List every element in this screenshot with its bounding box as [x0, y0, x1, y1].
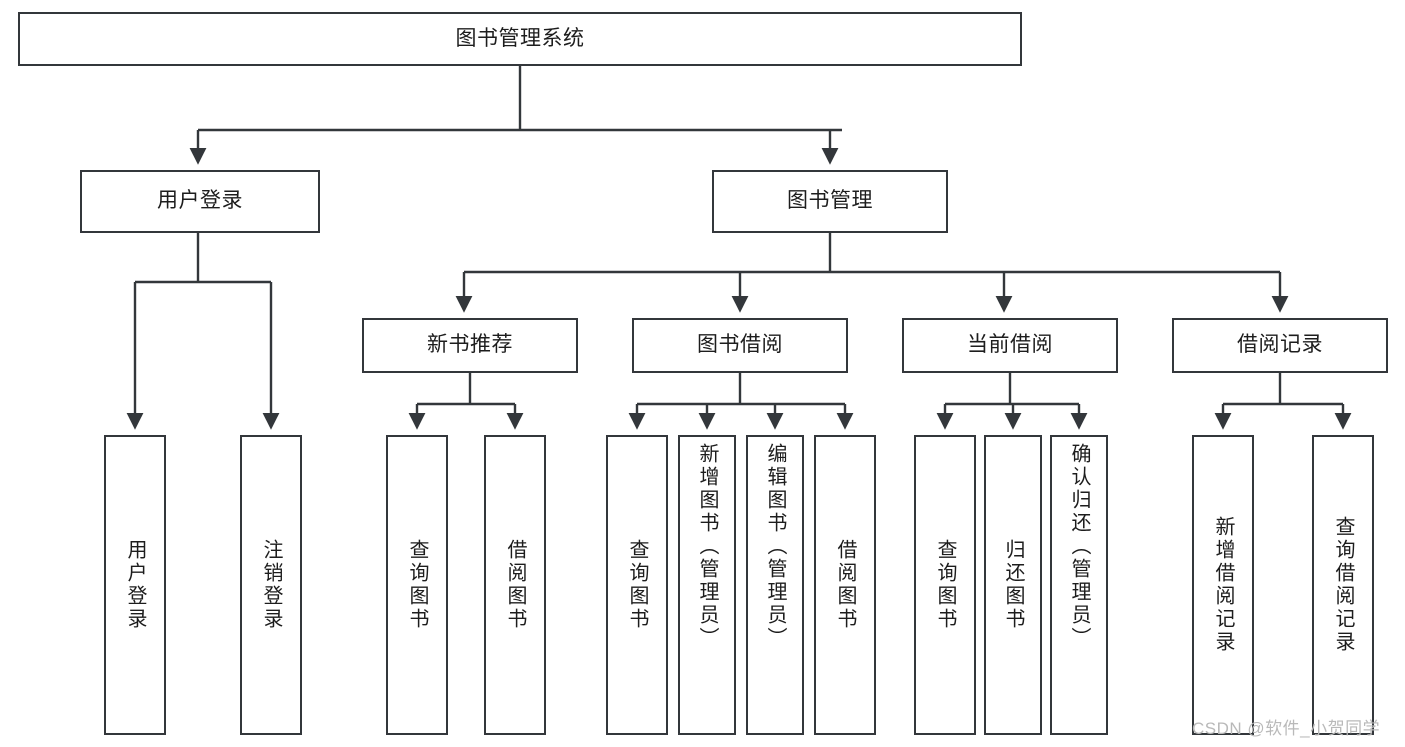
node-leaf-add-book-admin[interactable]: 新增图书（管理员）	[678, 435, 736, 735]
node-user-login[interactable]: 用户登录	[80, 170, 320, 233]
node-leaf-return-book-label: 归还图书	[1002, 539, 1024, 631]
node-leaf-query-book-3[interactable]: 查询图书	[914, 435, 976, 735]
node-leaf-borrow-book-1-label: 借阅图书	[504, 539, 526, 631]
node-book-borrow[interactable]: 图书借阅	[632, 318, 848, 373]
node-leaf-edit-book-admin[interactable]: 编辑图书（管理员）	[746, 435, 804, 735]
node-leaf-return-book[interactable]: 归还图书	[984, 435, 1042, 735]
node-leaf-query-book-3-label: 查询图书	[934, 539, 956, 631]
node-new-book-recommend[interactable]: 新书推荐	[362, 318, 578, 373]
node-leaf-add-borrow-record-label: 新增借阅记录	[1212, 516, 1234, 654]
node-leaf-query-book-1-label: 查询图书	[406, 539, 428, 631]
node-root[interactable]: 图书管理系统	[18, 12, 1022, 66]
node-leaf-add-borrow-record[interactable]: 新增借阅记录	[1192, 435, 1254, 735]
node-leaf-edit-book-admin-label: 编辑图书（管理员）	[764, 443, 786, 650]
node-leaf-add-book-admin-label: 新增图书（管理员）	[696, 443, 718, 650]
node-leaf-borrow-book-2[interactable]: 借阅图书	[814, 435, 876, 735]
node-book-manage-label: 图书管理	[787, 189, 873, 213]
node-book-borrow-label: 图书借阅	[697, 333, 783, 357]
node-book-manage[interactable]: 图书管理	[712, 170, 948, 233]
node-new-book-recommend-label: 新书推荐	[427, 333, 513, 357]
node-leaf-logout-login[interactable]: 注销登录	[240, 435, 302, 735]
node-leaf-user-login[interactable]: 用户登录	[104, 435, 166, 735]
node-leaf-user-login-label: 用户登录	[124, 539, 146, 631]
node-current-borrow-label: 当前借阅	[967, 333, 1053, 357]
node-leaf-query-book-1[interactable]: 查询图书	[386, 435, 448, 735]
node-leaf-confirm-return-admin-label: 确认归还（管理员）	[1068, 443, 1090, 650]
node-leaf-query-book-2[interactable]: 查询图书	[606, 435, 668, 735]
node-leaf-query-borrow-record-label: 查询借阅记录	[1332, 516, 1354, 654]
node-root-label: 图书管理系统	[455, 26, 585, 50]
node-leaf-borrow-book-2-label: 借阅图书	[834, 539, 856, 631]
node-borrow-record-label: 借阅记录	[1237, 333, 1323, 357]
node-current-borrow[interactable]: 当前借阅	[902, 318, 1118, 373]
node-leaf-borrow-book-1[interactable]: 借阅图书	[484, 435, 546, 735]
node-leaf-logout-login-label: 注销登录	[260, 539, 282, 631]
node-borrow-record[interactable]: 借阅记录	[1172, 318, 1388, 373]
node-user-login-label: 用户登录	[157, 189, 243, 213]
node-leaf-confirm-return-admin[interactable]: 确认归还（管理员）	[1050, 435, 1108, 735]
node-leaf-query-book-2-label: 查询图书	[626, 539, 648, 631]
node-leaf-query-borrow-record[interactable]: 查询借阅记录	[1312, 435, 1374, 735]
